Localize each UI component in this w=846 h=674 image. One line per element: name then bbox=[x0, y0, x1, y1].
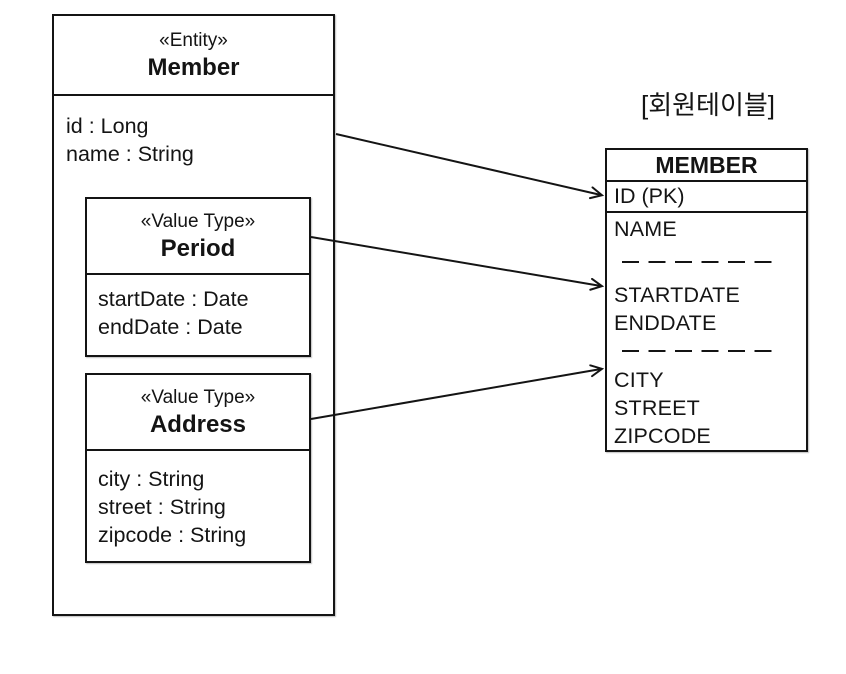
entity-header: «Entity» Member bbox=[54, 16, 333, 96]
address-header: «Value Type» Address bbox=[87, 375, 309, 451]
value-type-box-address: «Value Type» Address city : String stree… bbox=[85, 373, 311, 563]
db-table-name: MEMBER bbox=[607, 150, 806, 182]
value-type-box-period: «Value Type» Period startDate : Date end… bbox=[85, 197, 311, 357]
mapping-arrow-member-to-id bbox=[335, 133, 601, 195]
address-name: Address bbox=[149, 410, 247, 438]
period-attributes: startDate : Date endDate : Date bbox=[87, 275, 309, 341]
address-attributes: city : String street : String zipcode : … bbox=[87, 451, 309, 549]
table-row-zipcode: ZIPCODE bbox=[614, 424, 711, 448]
db-table-member: MEMBER ID (PK) NAME STARTDATE ENDDATE CI… bbox=[605, 148, 808, 452]
entity-attributes: id : Long name : String bbox=[54, 96, 333, 168]
entity-attribute-name: name : String bbox=[66, 142, 194, 166]
entity-name: Member bbox=[147, 53, 240, 81]
table-row-id-pk: ID (PK) bbox=[607, 182, 806, 213]
db-table-body: NAME STARTDATE ENDDATE CITY STREET ZIPCO… bbox=[607, 213, 806, 450]
period-attribute-startdate: startDate : Date bbox=[98, 287, 249, 311]
table-row-enddate: ENDDATE bbox=[614, 311, 717, 335]
table-row-street: STREET bbox=[614, 396, 701, 420]
address-stereotype: «Value Type» bbox=[140, 386, 256, 408]
period-header: «Value Type» Period bbox=[87, 199, 309, 275]
table-row-startdate: STARTDATE bbox=[614, 283, 741, 307]
table-caption: [회원테이블] bbox=[640, 90, 776, 120]
address-attribute-city: city : String bbox=[98, 467, 205, 491]
mapping-arrow-period-to-dates bbox=[310, 236, 601, 286]
table-row-city: CITY bbox=[614, 368, 664, 392]
entity-stereotype: «Entity» bbox=[159, 29, 228, 51]
address-attribute-street: street : String bbox=[98, 495, 226, 519]
entity-attribute-id: id : Long bbox=[66, 114, 149, 138]
dashed-separator-2 bbox=[622, 350, 777, 352]
period-attribute-enddate: endDate : Date bbox=[98, 315, 243, 339]
mapping-arrow-address-to-city bbox=[310, 369, 601, 420]
table-row-name: NAME bbox=[614, 217, 677, 241]
address-attribute-zipcode: zipcode : String bbox=[98, 523, 247, 547]
dashed-separator-1 bbox=[622, 261, 777, 263]
period-stereotype: «Value Type» bbox=[140, 210, 256, 232]
period-name: Period bbox=[160, 234, 236, 262]
